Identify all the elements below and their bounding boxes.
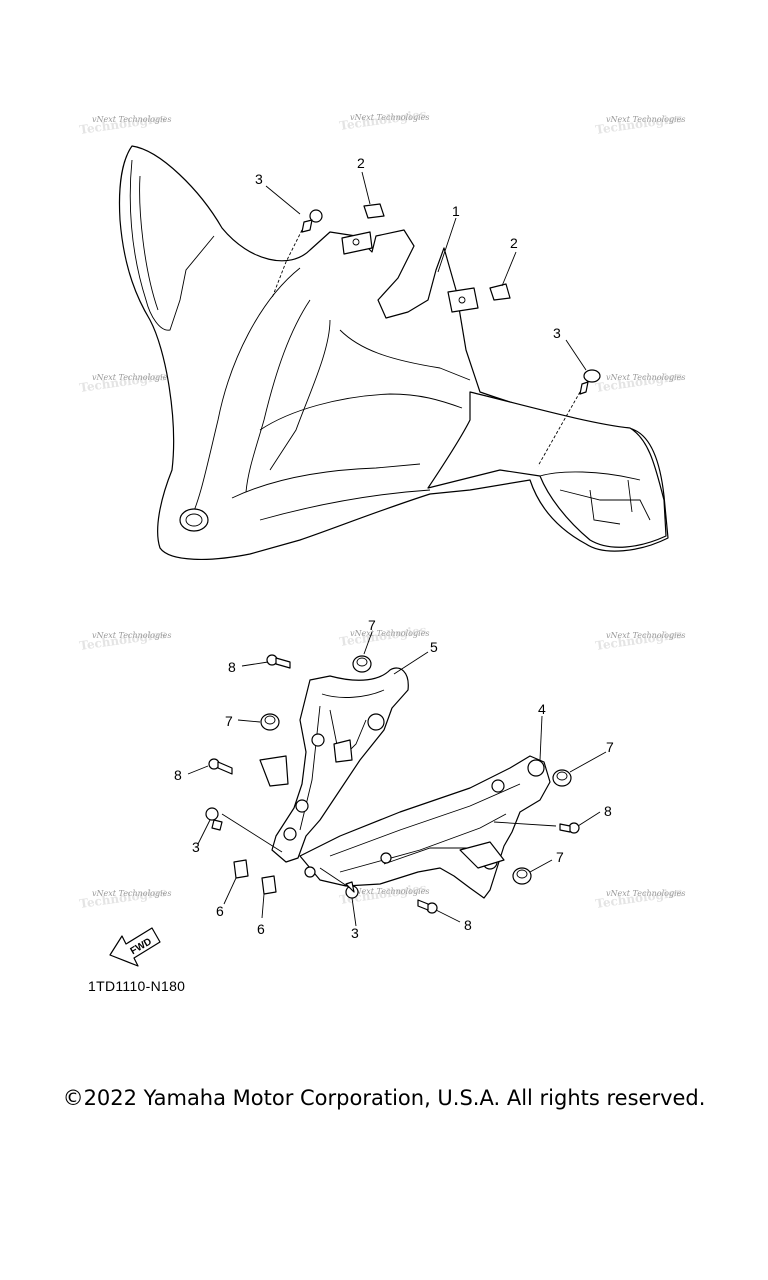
callout-2: 2 (357, 155, 365, 171)
copyright-notice: ©2022 Yamaha Motor Corporation, U.S.A. A… (62, 1086, 706, 1110)
callout-6: 6 (216, 903, 224, 919)
callout-8: 8 (604, 803, 612, 819)
callout-1: 1 (452, 203, 460, 219)
callout-3: 3 (255, 171, 263, 187)
diagram-reference-code: 1TD1110-N180 (88, 978, 186, 994)
callout-3: 3 (553, 325, 561, 341)
watermark: vNext Technologies (606, 889, 685, 898)
top-fasteners (301, 203, 601, 395)
watermark: vNext Technologies (92, 631, 171, 640)
watermark: vNext Technologies (606, 631, 685, 640)
leader-lines (187, 171, 607, 927)
callout-labels: 3 2 1 2 3 7 5 8 7 8 3 6 6 3 8 4 7 8 7 (174, 155, 614, 941)
watermark: vNext Technologies (92, 889, 171, 898)
callout-5: 5 (430, 639, 438, 655)
watermark: vNext Technologies (606, 373, 685, 382)
lower-fasteners (205, 654, 580, 914)
callout-3: 3 (192, 839, 200, 855)
callout-3: 3 (351, 925, 359, 941)
callout-8: 8 (464, 917, 472, 933)
callout-8: 8 (174, 767, 182, 783)
watermark: vNext Technologies (606, 115, 685, 124)
callout-8: 8 (228, 659, 236, 675)
callout-4: 4 (538, 701, 546, 717)
watermark: vNext Technologies (350, 887, 429, 896)
callout-7: 7 (606, 739, 614, 755)
watermark: vNext Technologies (92, 373, 171, 382)
callout-7: 7 (225, 713, 233, 729)
callout-6: 6 (257, 921, 265, 937)
front-cowl (118, 145, 669, 560)
callout-7: 7 (556, 849, 564, 865)
watermark: vNext Technologies (350, 629, 429, 638)
bracket-assembly (259, 667, 551, 899)
watermark: vNext Technologies (350, 113, 429, 122)
parts-diagram: Technologies vNext Technologies Technolo… (78, 107, 685, 967)
fwd-arrow: FWD (109, 927, 161, 967)
watermark: vNext Technologies (92, 115, 171, 124)
callout-7: 7 (368, 617, 376, 633)
callout-2: 2 (510, 235, 518, 251)
